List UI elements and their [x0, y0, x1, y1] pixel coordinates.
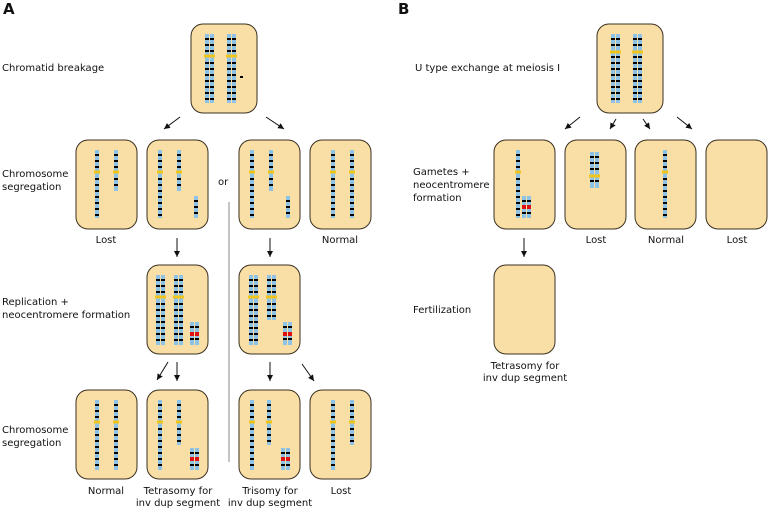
caption-b-lost-2: Lost — [726, 235, 748, 246]
centromere — [160, 295, 166, 299]
or-label: or — [218, 177, 229, 188]
centromere — [157, 170, 163, 174]
centromere — [610, 50, 616, 54]
centromere — [515, 170, 521, 174]
centromere — [253, 295, 259, 299]
cell-seg1-lost — [75, 139, 138, 230]
centromere — [632, 50, 638, 54]
centromere — [266, 295, 272, 299]
centromere — [226, 54, 232, 58]
centromere — [209, 54, 215, 58]
centromere — [266, 420, 272, 424]
neocentromere — [522, 205, 526, 209]
caption-b-lost-1: Lost — [585, 235, 607, 246]
arrow-breakage-right — [265, 116, 285, 130]
cell-seg2-lost — [309, 389, 372, 480]
cell-breakage — [190, 23, 258, 114]
caption-tetrasomy-a: Tetrasomy for inv dup segment — [135, 486, 221, 509]
centromere — [594, 174, 600, 178]
centromere — [268, 170, 274, 174]
caption-bottom-normal: Normal — [87, 486, 125, 497]
centromere — [155, 295, 161, 299]
chromosomes-layer — [94, 34, 668, 470]
neocentromere — [190, 332, 194, 336]
panel-letter-a: A — [3, 0, 15, 18]
centromere — [176, 420, 182, 424]
arrow-b-2 — [609, 118, 617, 130]
break-marker — [240, 76, 243, 78]
centromere — [157, 420, 163, 424]
centromere — [178, 295, 184, 299]
centromere — [589, 174, 595, 178]
arrow-rep-left-a — [156, 361, 169, 381]
row-label-replication: Replication + neocentromere formation — [2, 297, 131, 321]
row-label-fertilization: Fertilization — [413, 305, 472, 316]
arrow-b-3 — [642, 118, 651, 130]
centromere — [330, 170, 336, 174]
arrow-breakage-left — [163, 116, 181, 130]
centromere — [231, 54, 237, 58]
centromere — [204, 54, 210, 58]
centromere — [173, 295, 179, 299]
arrow-b-1 — [564, 116, 581, 130]
row-label-chromosome-segregation-2: Chromosome segregation — [2, 425, 69, 449]
caption-normal: Normal — [321, 235, 359, 246]
centromere — [249, 170, 255, 174]
neocentromere — [195, 457, 199, 461]
neocentromere — [283, 332, 287, 336]
centromere — [176, 170, 182, 174]
centromere — [349, 420, 355, 424]
centromere — [249, 420, 255, 424]
centromere — [615, 50, 621, 54]
cell-seg2-normal — [75, 389, 138, 480]
centromere — [94, 420, 100, 424]
neocentromere — [281, 457, 285, 461]
neocentromere — [286, 457, 290, 461]
arrow-b-4 — [676, 116, 693, 130]
centromere — [349, 170, 355, 174]
centromere — [271, 295, 277, 299]
centromere — [662, 170, 668, 174]
row-label-u-type-exchange: U type exchange at meiosis I — [415, 63, 561, 74]
neocentromere — [288, 332, 292, 336]
caption-lost: Lost — [95, 235, 117, 246]
row-label-chromatid-breakage: Chromatid breakage — [2, 63, 105, 74]
centromere — [330, 420, 336, 424]
caption-trisomy: Trisomy for inv dup segment — [227, 486, 313, 509]
centromere — [248, 295, 254, 299]
caption-b-normal: Normal — [647, 235, 685, 246]
centromere — [94, 170, 100, 174]
panel-letter-b: B — [398, 0, 410, 18]
cell-b-fertilization — [493, 264, 556, 355]
caption-b-tetrasomy: Tetrasomy for inv dup segment — [482, 361, 568, 384]
cell-seg1-normal — [309, 139, 372, 230]
row-label-gametes: Gametes + neocentromere formation — [413, 167, 490, 204]
neocentromere — [527, 205, 531, 209]
centromere — [113, 420, 119, 424]
neocentromere — [190, 457, 194, 461]
cell-b-gamete-1 — [493, 139, 556, 230]
cell-b-exchange — [596, 23, 664, 114]
cell-b-gamete-4 — [705, 139, 768, 230]
caption-bottom-lost: Lost — [330, 486, 352, 497]
centromere — [637, 50, 643, 54]
neocentromere — [195, 332, 199, 336]
arrow-rep-right-b — [301, 363, 315, 382]
row-label-chromosome-segregation: Chromosome segregation — [2, 169, 69, 193]
centromere — [113, 170, 119, 174]
